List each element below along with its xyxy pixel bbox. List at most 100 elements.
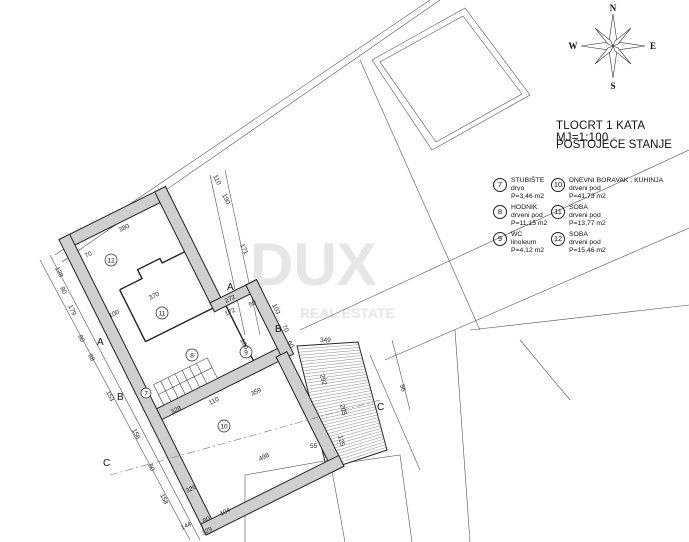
room-marker-12: 12 (104, 253, 118, 267)
plan-title: TLOCRT 1 KATA MJ=1:100 (556, 120, 645, 144)
terrace-hatch-line (302, 363, 364, 372)
terrace-hatch-line (311, 393, 372, 406)
room-marker-8: 8 (185, 348, 199, 362)
svg-text:103: 103 (270, 303, 281, 316)
terrace-hatch-line (306, 376, 368, 387)
svg-text:171: 171 (238, 243, 249, 256)
section-a-top: A (227, 282, 234, 293)
section-c-left: C (103, 458, 110, 469)
terrace-hatch-line (313, 401, 375, 415)
svg-text:110: 110 (211, 174, 222, 187)
terrace-hatch-line (312, 398, 374, 412)
terrace-hatch-line (305, 371, 367, 381)
svg-text:328: 328 (170, 405, 183, 416)
svg-text:50: 50 (146, 463, 156, 473)
svg-text:60: 60 (285, 340, 295, 350)
terrace-hatch-line (310, 390, 372, 403)
svg-text:88: 88 (86, 353, 96, 363)
svg-text:144: 144 (180, 521, 193, 532)
svg-text:329: 329 (201, 526, 214, 537)
svg-text:190: 190 (220, 193, 231, 206)
terrace-hatch-line (303, 366, 365, 375)
building (58, 185, 345, 536)
svg-text:11: 11 (159, 311, 166, 318)
svg-text:205: 205 (338, 404, 348, 417)
terrace-hatch-line (299, 349, 361, 356)
terrace-hatch-line (311, 395, 373, 409)
svg-text:172: 172 (224, 307, 237, 318)
terrace-hatch-line (315, 409, 377, 424)
stairs (153, 357, 218, 406)
svg-text:12: 12 (107, 258, 115, 265)
svg-text:9: 9 (244, 350, 248, 357)
svg-text:292: 292 (318, 374, 328, 387)
svg-text:80: 80 (202, 515, 212, 525)
terrace-hatch-line (304, 368, 366, 378)
svg-text:100: 100 (108, 309, 121, 320)
watermark-logo: DUX (250, 231, 377, 298)
svg-text:158: 158 (158, 493, 169, 506)
terrace-hatch-line (307, 379, 369, 390)
terrace-hatch-line (309, 387, 371, 399)
section-b-left: B (117, 392, 124, 403)
partition (119, 251, 213, 343)
svg-text:8: 8 (190, 353, 194, 360)
room-marker-11: 11 (155, 306, 169, 320)
svg-text:110: 110 (208, 396, 221, 407)
svg-text:128: 128 (53, 266, 64, 279)
wall (60, 185, 172, 251)
terrace-hatch-line (301, 357, 363, 365)
svg-text:349: 349 (320, 337, 331, 344)
room-marker-7: 7 (140, 387, 152, 399)
svg-text:359: 359 (250, 387, 263, 398)
svg-text:7: 7 (144, 391, 148, 398)
terrace-hatch-line (318, 420, 380, 437)
svg-text:70: 70 (84, 250, 94, 260)
svg-text:370: 370 (148, 291, 161, 302)
section-c-right: C (377, 402, 384, 413)
terrace-hatch-line (298, 347, 360, 353)
svg-text:100: 100 (238, 338, 249, 351)
terrace-hatch-line (302, 360, 364, 368)
room-marker-10: 10 (217, 419, 231, 433)
terrace-hatch-line (317, 414, 378, 430)
terrace-hatch-line (317, 417, 379, 434)
terrace-hatch-line (308, 384, 370, 396)
svg-text:156: 156 (130, 428, 141, 441)
section-markers: A A B B C C (97, 282, 384, 476)
terrace-hatch-line (299, 352, 361, 359)
terrace-hatch-line (316, 411, 377, 427)
plan-subtitle: POSTOJEĆE STANJE (556, 139, 672, 151)
svg-text:N: N (610, 3, 617, 13)
svg-text:125: 125 (336, 435, 346, 448)
room-marker-9: 9 (239, 345, 253, 359)
svg-text:380: 380 (118, 223, 131, 234)
terrace-hatch-line (314, 403, 375, 418)
terrace-hatch-line (297, 344, 359, 350)
terrace-hatch-line (300, 355, 362, 362)
svg-text:10: 10 (220, 424, 228, 431)
svg-text:80: 80 (76, 334, 86, 344)
svg-text:70: 70 (280, 324, 290, 334)
compass-rose-icon: N S W E (569, 3, 657, 91)
section-a-left: A (97, 337, 104, 348)
svg-text:272: 272 (224, 294, 237, 305)
watermark-tagline: REAL ESTATE (300, 305, 395, 321)
room-markers: 12 11 8 9 7 10 (104, 253, 253, 433)
svg-text:55: 55 (310, 443, 318, 450)
terrace-hatch-line (305, 374, 367, 384)
svg-text:E: E (650, 41, 656, 51)
svg-text:498: 498 (258, 452, 271, 463)
svg-text:80: 80 (58, 286, 68, 296)
svg-text:96: 96 (398, 384, 407, 393)
svg-text:153: 153 (104, 390, 115, 403)
svg-text:S: S (610, 81, 615, 91)
svg-text:104: 104 (219, 507, 232, 518)
terrace-hatch-line (314, 406, 376, 421)
terrace-hatch-line (308, 382, 369, 393)
dimension-labels: 380 70 370 100 272 172 50 349 328 110 35… (53, 174, 407, 537)
svg-text:179: 179 (66, 304, 77, 317)
svg-text:50: 50 (248, 299, 258, 309)
wall (153, 185, 225, 309)
